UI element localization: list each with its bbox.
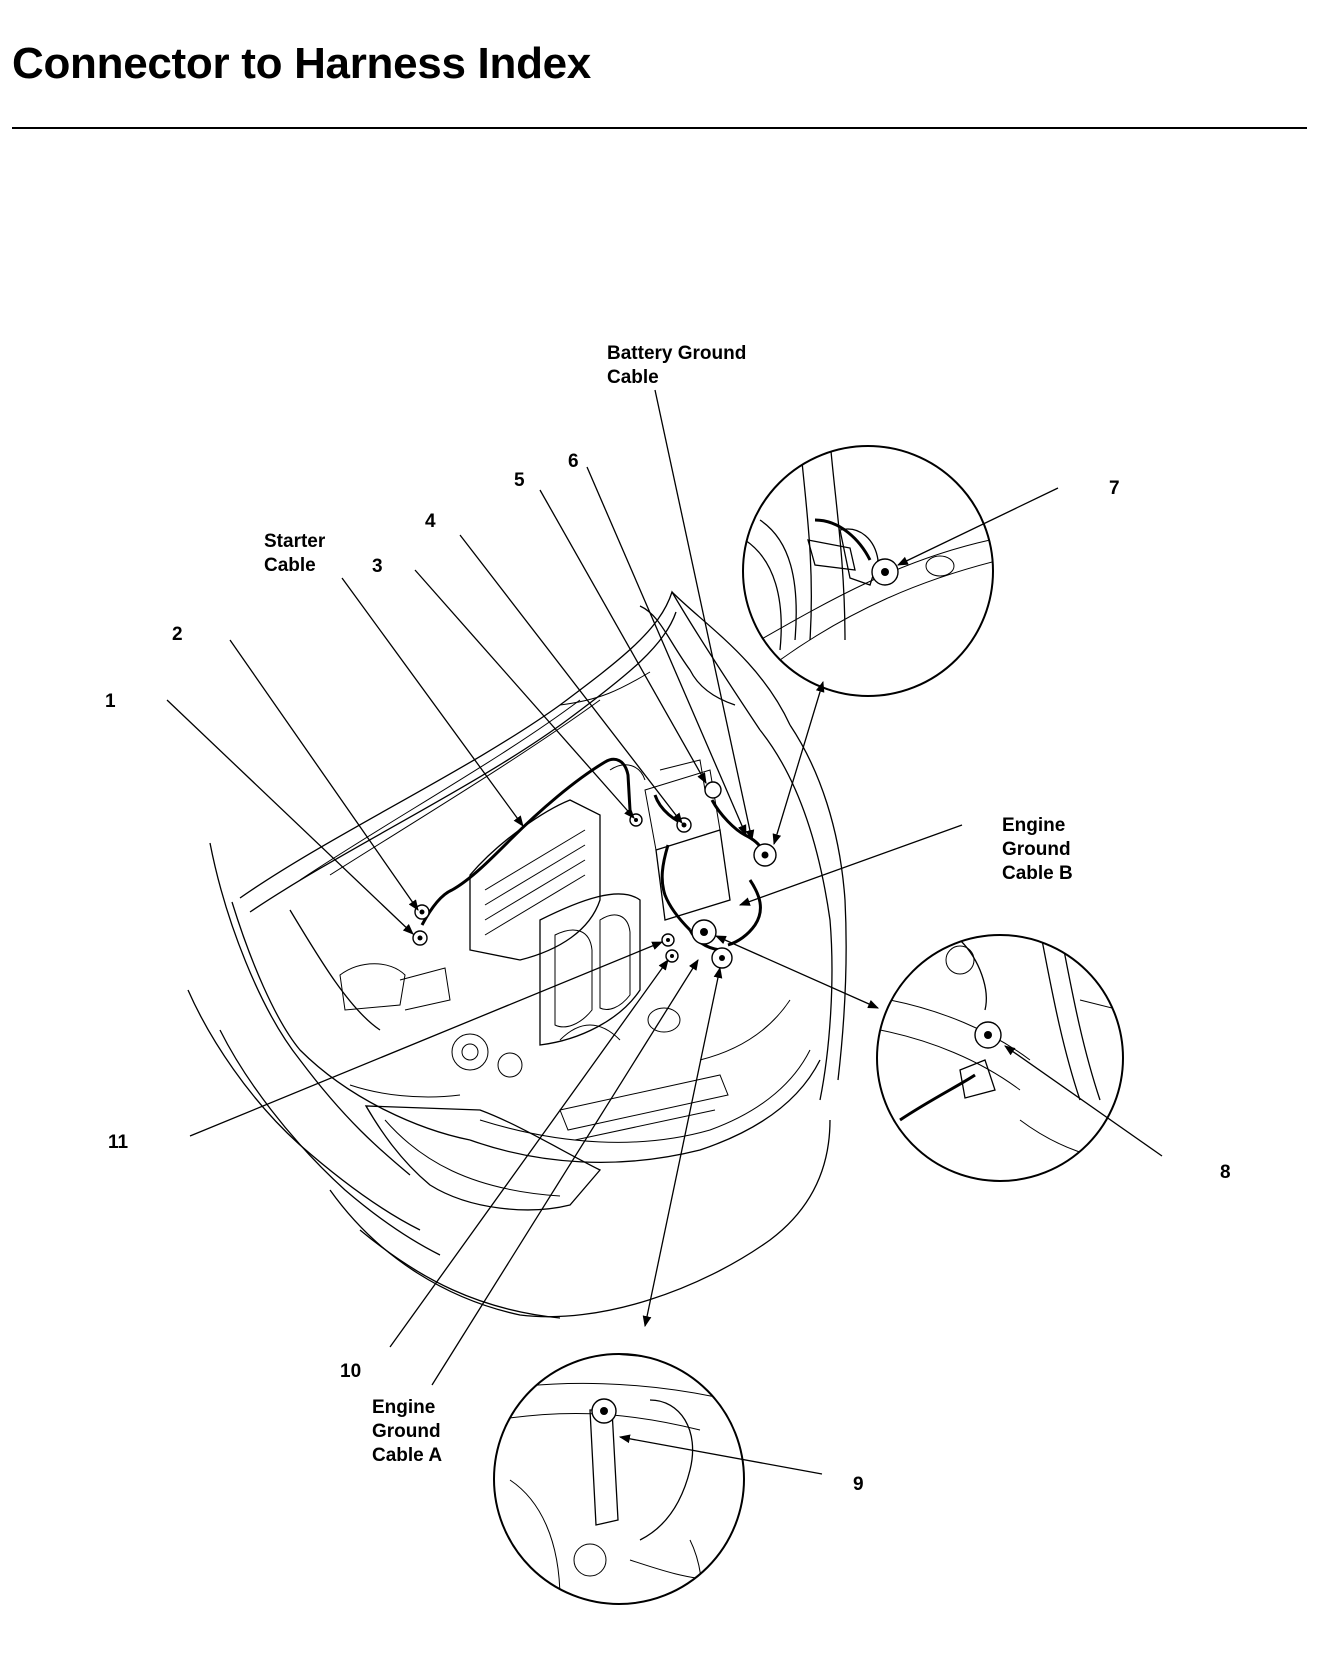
label-starter-cable-line2: Cable (264, 555, 316, 576)
label-engine-ground-cable-b-line3: Cable B (1002, 863, 1073, 884)
label-engine-ground-cable-a-line1: Engine (372, 1397, 435, 1418)
detail-view-9 (493, 1353, 745, 1605)
starter-cable (412, 757, 632, 946)
label-starter-cable-line1: Starter (264, 531, 326, 552)
label-battery-ground-cable-line1: Battery Ground (607, 343, 746, 364)
label-engine-ground-cable-a-line2: Ground (372, 1421, 441, 1442)
callout-7: 7 (1109, 478, 1120, 499)
callout-6: 6 (568, 451, 579, 472)
engine-ground-cable-a (660, 844, 733, 969)
title-divider (12, 127, 1307, 129)
callout-8: 8 (1220, 1162, 1231, 1183)
page-title: Connector to Harness Index (12, 39, 591, 88)
label-engine-ground-cable-b-line2: Ground (1002, 839, 1071, 860)
callout-3: 3 (372, 556, 383, 577)
vehicle-outline (187, 590, 847, 1319)
callout-10: 10 (340, 1361, 361, 1382)
battery-ground-cable (704, 781, 777, 867)
callout-5: 5 (514, 470, 525, 491)
label-engine-ground-cable-a-line3: Cable A (372, 1445, 442, 1466)
detail-view-7 (742, 445, 994, 697)
detail-view-8 (876, 934, 1124, 1182)
label-battery-ground-cable-line2: Cable (607, 367, 659, 388)
label-engine-ground-cable-b-line1: Engine (1002, 815, 1065, 836)
callout-11: 11 (108, 1132, 129, 1153)
callout-9: 9 (853, 1474, 864, 1495)
callout-4: 4 (425, 511, 436, 532)
callout-1: 1 (105, 691, 116, 712)
callout-2: 2 (172, 624, 183, 645)
leader-lines (166, 389, 1163, 1475)
